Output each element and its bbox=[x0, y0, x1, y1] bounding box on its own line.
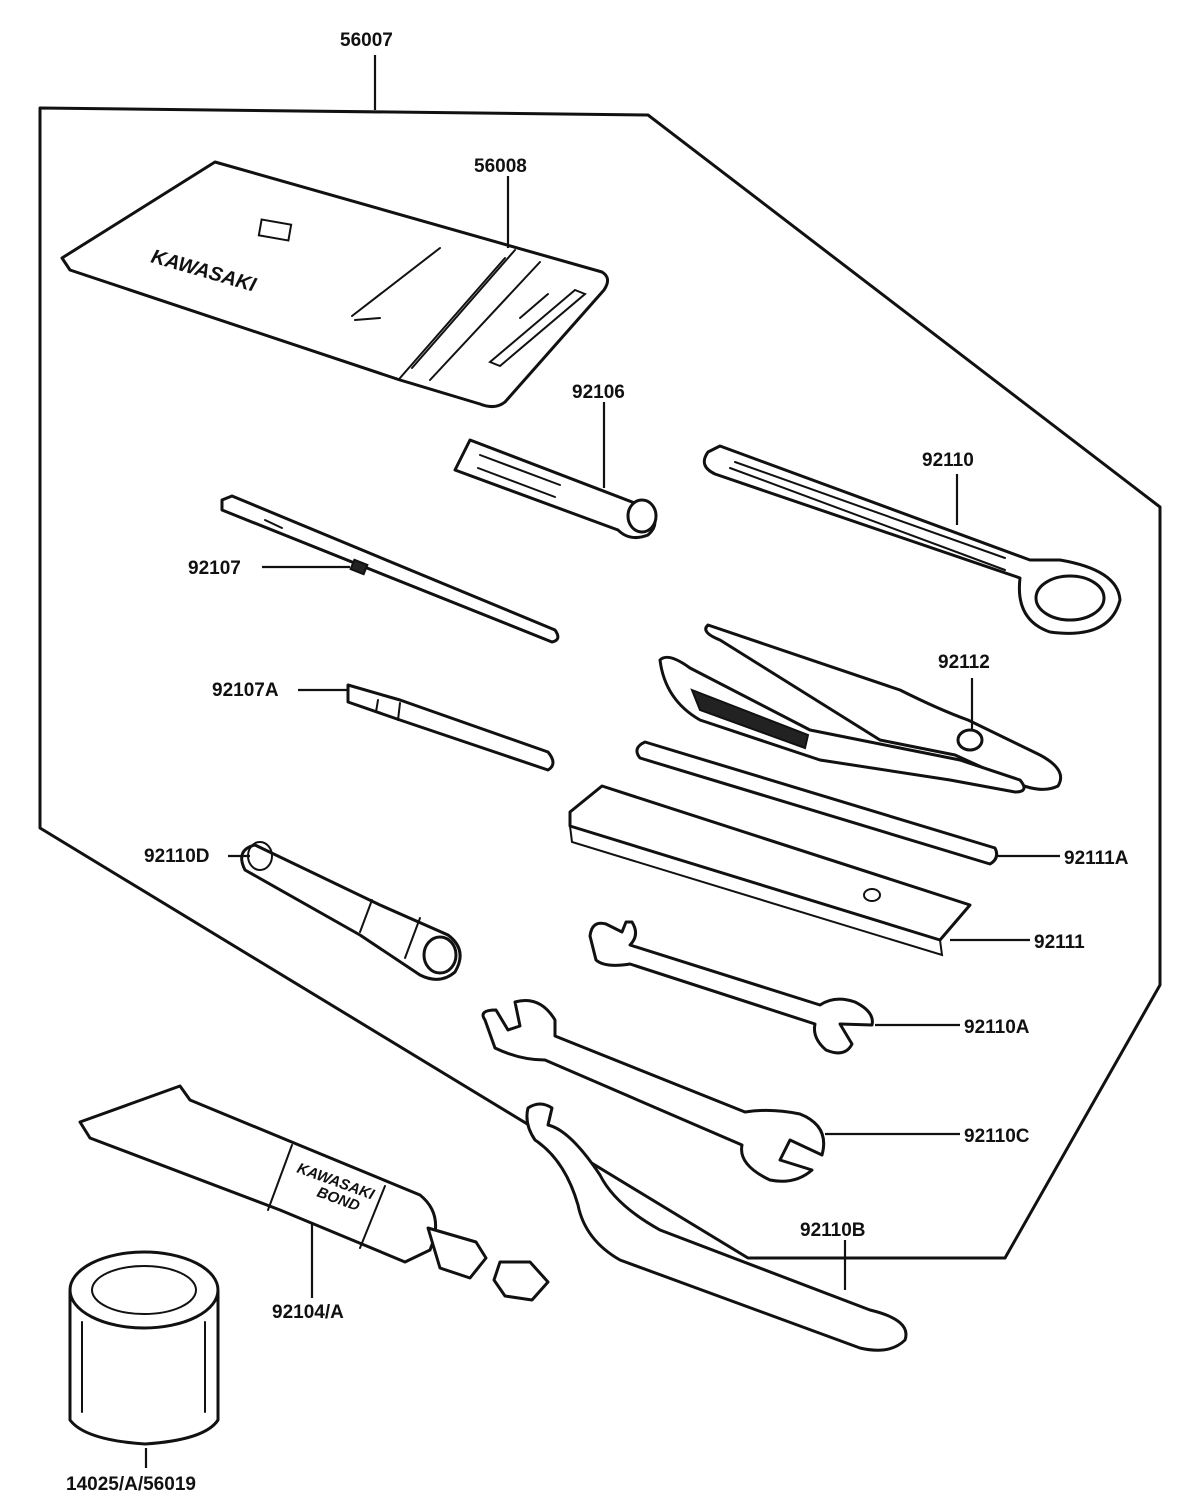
driver-handle-92106 bbox=[453, 402, 658, 540]
bond-tube-92104A: KAWASAKI BOND bbox=[78, 1084, 550, 1302]
label-plug-wrench: 92110D bbox=[144, 846, 210, 867]
pliers-92112 bbox=[658, 623, 1063, 794]
rod-92111A bbox=[635, 740, 1060, 866]
label-hook-spanner: 92110B bbox=[800, 1220, 866, 1241]
label-driver-handle: 92106 bbox=[572, 382, 625, 403]
label-pliers: 92112 bbox=[938, 652, 990, 673]
label-wrench-large: 92110C bbox=[964, 1126, 1030, 1147]
label-screwdriver: 92107 bbox=[188, 558, 241, 579]
label-bond-tube: 92104/A bbox=[272, 1302, 344, 1323]
wrench-92110A bbox=[588, 920, 960, 1055]
label-case: 56008 bbox=[474, 156, 527, 177]
tool-case-56008: KAWASAKI bbox=[60, 160, 609, 409]
screwdriver-92107 bbox=[220, 494, 560, 644]
label-can: 14025/A/56019 bbox=[66, 1474, 196, 1495]
can-14025A56019 bbox=[68, 1250, 220, 1468]
label-wrench-small: 92110A bbox=[964, 1017, 1030, 1038]
label-kit: 56007 bbox=[340, 30, 393, 51]
label-rod: 92111A bbox=[1064, 848, 1129, 869]
label-ring-wrench: 92110 bbox=[922, 450, 974, 471]
bar-92111 bbox=[568, 784, 1030, 957]
label-bar: 92111 bbox=[1034, 932, 1085, 953]
label-screwdriver-bit: 92107A bbox=[212, 680, 279, 701]
hook-spanner-92110B bbox=[525, 1102, 908, 1352]
kit-boundary bbox=[38, 55, 1162, 1260]
screwdriver-bit-92107A bbox=[298, 683, 555, 772]
ring-wrench-92110 bbox=[702, 444, 1122, 635]
plug-wrench-92110D bbox=[228, 841, 462, 981]
wrench-92110C bbox=[481, 999, 960, 1183]
